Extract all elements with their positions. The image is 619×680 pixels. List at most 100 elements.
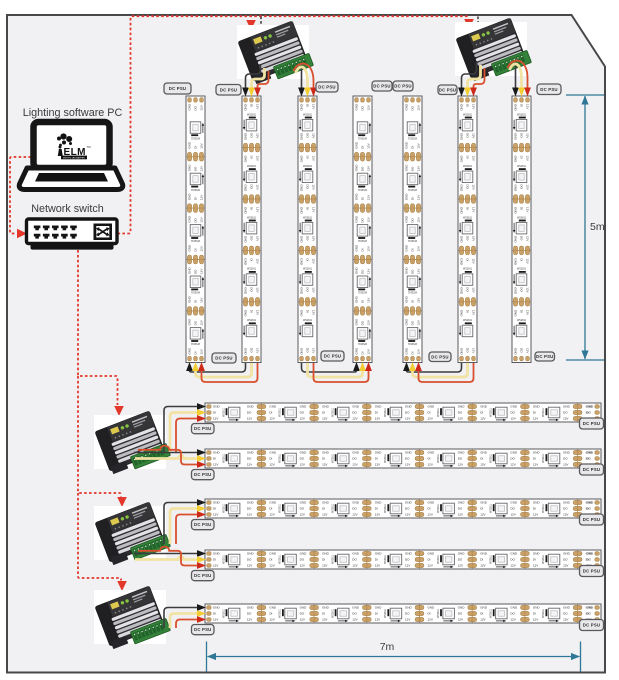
svg-text:GND: GND [459, 104, 463, 112]
svg-text:GND: GND [563, 451, 571, 455]
svg-text:DI: DI [519, 104, 523, 107]
svg-text:12V: 12V [375, 463, 380, 467]
svg-text:GND: GND [247, 405, 255, 409]
svg-text:12V: 12V [200, 349, 204, 354]
svg-text:GND: GND [355, 193, 359, 201]
svg-text:WS2811: WS2811 [384, 407, 387, 417]
svg-text:DO: DO [458, 411, 463, 415]
width-dimension-label: 7m [380, 641, 395, 653]
svg-text:DO: DO [305, 236, 309, 241]
svg-text:GND: GND [428, 606, 436, 610]
svg-text:DO: DO [361, 269, 365, 274]
svg-text:GND: GND [213, 552, 221, 556]
dc-psu-badge: DC PSU [392, 80, 414, 92]
svg-text:12V: 12V [525, 185, 529, 190]
svg-text:12V: 12V [255, 310, 259, 315]
svg-text:DI: DI [411, 146, 415, 149]
svg-text:GND: GND [586, 405, 594, 409]
svg-text:WS2811: WS2811 [222, 453, 225, 463]
svg-text:DO: DO [305, 287, 309, 292]
svg-text:GND: GND [513, 207, 517, 215]
svg-text:WS2811: WS2811 [247, 319, 257, 322]
strip-input-arrow [197, 449, 206, 456]
svg-text:WS2811: WS2811 [303, 319, 313, 322]
svg-text:WS2811: WS2811 [357, 342, 367, 345]
svg-text:DO: DO [194, 320, 198, 325]
svg-text:12V: 12V [311, 207, 315, 212]
elm-logo: ELM TM ENTTEC LED MAPPER [57, 133, 91, 159]
svg-text:GND: GND [587, 606, 595, 610]
svg-text:DO: DO [405, 558, 410, 562]
svg-text:GND: GND [355, 141, 359, 149]
svg-text:DO: DO [194, 217, 198, 222]
svg-text:12V: 12V [525, 156, 529, 161]
svg-text:DI: DI [586, 411, 589, 415]
svg-text:DO: DO [352, 457, 357, 461]
svg-text:DO: DO [194, 269, 198, 274]
led-strip-h1: GNDDI12VGNDDO12VWS2811GNDDI12VGNDDO12VWS… [204, 402, 602, 423]
strip-input-arrow [415, 362, 422, 371]
svg-text:12V: 12V [510, 463, 515, 467]
svg-text:12V: 12V [458, 417, 463, 421]
strip-input-arrows [186, 87, 531, 623]
svg-text:DI: DI [533, 457, 536, 461]
svg-text:DO: DO [510, 457, 515, 461]
dc-psu-badge: DC PSU [190, 623, 215, 636]
net-link-switch-to-top-controllers [117, 15, 469, 235]
svg-text:WS2811: WS2811 [542, 453, 545, 463]
svg-text:12V: 12V [213, 417, 218, 421]
svg-text:12V: 12V [311, 310, 315, 315]
svg-text:DI: DI [480, 507, 483, 511]
svg-text:DO: DO [465, 348, 469, 353]
svg-text:GND: GND [299, 258, 303, 266]
svg-text:DO: DO [458, 558, 463, 562]
svg-text:WS2811: WS2811 [331, 608, 334, 618]
svg-text:DO: DO [519, 348, 523, 353]
svg-text:WS2811: WS2811 [303, 268, 313, 271]
svg-text:WS2811: WS2811 [247, 268, 257, 271]
svg-text:GND: GND [352, 501, 360, 505]
svg-text:GND: GND [405, 103, 409, 111]
svg-text:GND: GND [299, 104, 303, 112]
svg-text:12V: 12V [200, 217, 204, 222]
svg-text:DI: DI [533, 612, 536, 616]
strip-input-arrow [197, 409, 206, 416]
svg-text:DO: DO [352, 558, 357, 562]
svg-text:DO: DO [247, 612, 252, 616]
svg-text:WS2811: WS2811 [190, 291, 200, 294]
svg-text:DC PSU: DC PSU [324, 354, 341, 359]
svg-text:WS2811: WS2811 [463, 268, 473, 271]
dc-psu-badge: DC PSU [578, 417, 605, 430]
svg-text:DO: DO [194, 105, 198, 110]
svg-text:WS2811: WS2811 [542, 407, 545, 417]
svg-text:DC PSU: DC PSU [215, 356, 232, 361]
svg-text:GND: GND [480, 405, 488, 409]
svg-text:DO: DO [249, 287, 253, 292]
svg-text:12V: 12V [255, 258, 259, 263]
svg-text:12V: 12V [471, 185, 475, 190]
svg-text:DI: DI [480, 457, 483, 461]
strip-input-arrow [197, 415, 206, 422]
network-switch-icon [24, 217, 119, 250]
svg-text:DO: DO [249, 133, 253, 138]
svg-text:12V: 12V [200, 269, 204, 274]
strip-input-arrow [197, 550, 206, 557]
strip-power-data-wires [134, 59, 529, 628]
svg-text:12V: 12V [367, 143, 371, 148]
svg-text:DI: DI [411, 300, 415, 303]
svg-text:GND: GND [459, 133, 463, 141]
svg-text:DI: DI [305, 207, 309, 210]
svg-text:12V: 12V [311, 287, 315, 292]
svg-text:GND: GND [352, 552, 360, 556]
svg-text:GND: GND [213, 606, 221, 610]
svg-text:GND: GND [459, 310, 463, 318]
svg-text:DC PSU: DC PSU [583, 467, 600, 472]
svg-text:GND: GND [269, 552, 277, 556]
svg-text:GND: GND [459, 207, 463, 215]
svg-text:12V: 12V [428, 618, 433, 622]
svg-text:GND: GND [188, 164, 192, 172]
dc-psu-badge: DC PSU [371, 80, 393, 92]
svg-text:12V: 12V [269, 463, 274, 467]
svg-text:WS2811: WS2811 [463, 319, 473, 322]
svg-text:GND: GND [513, 185, 517, 193]
